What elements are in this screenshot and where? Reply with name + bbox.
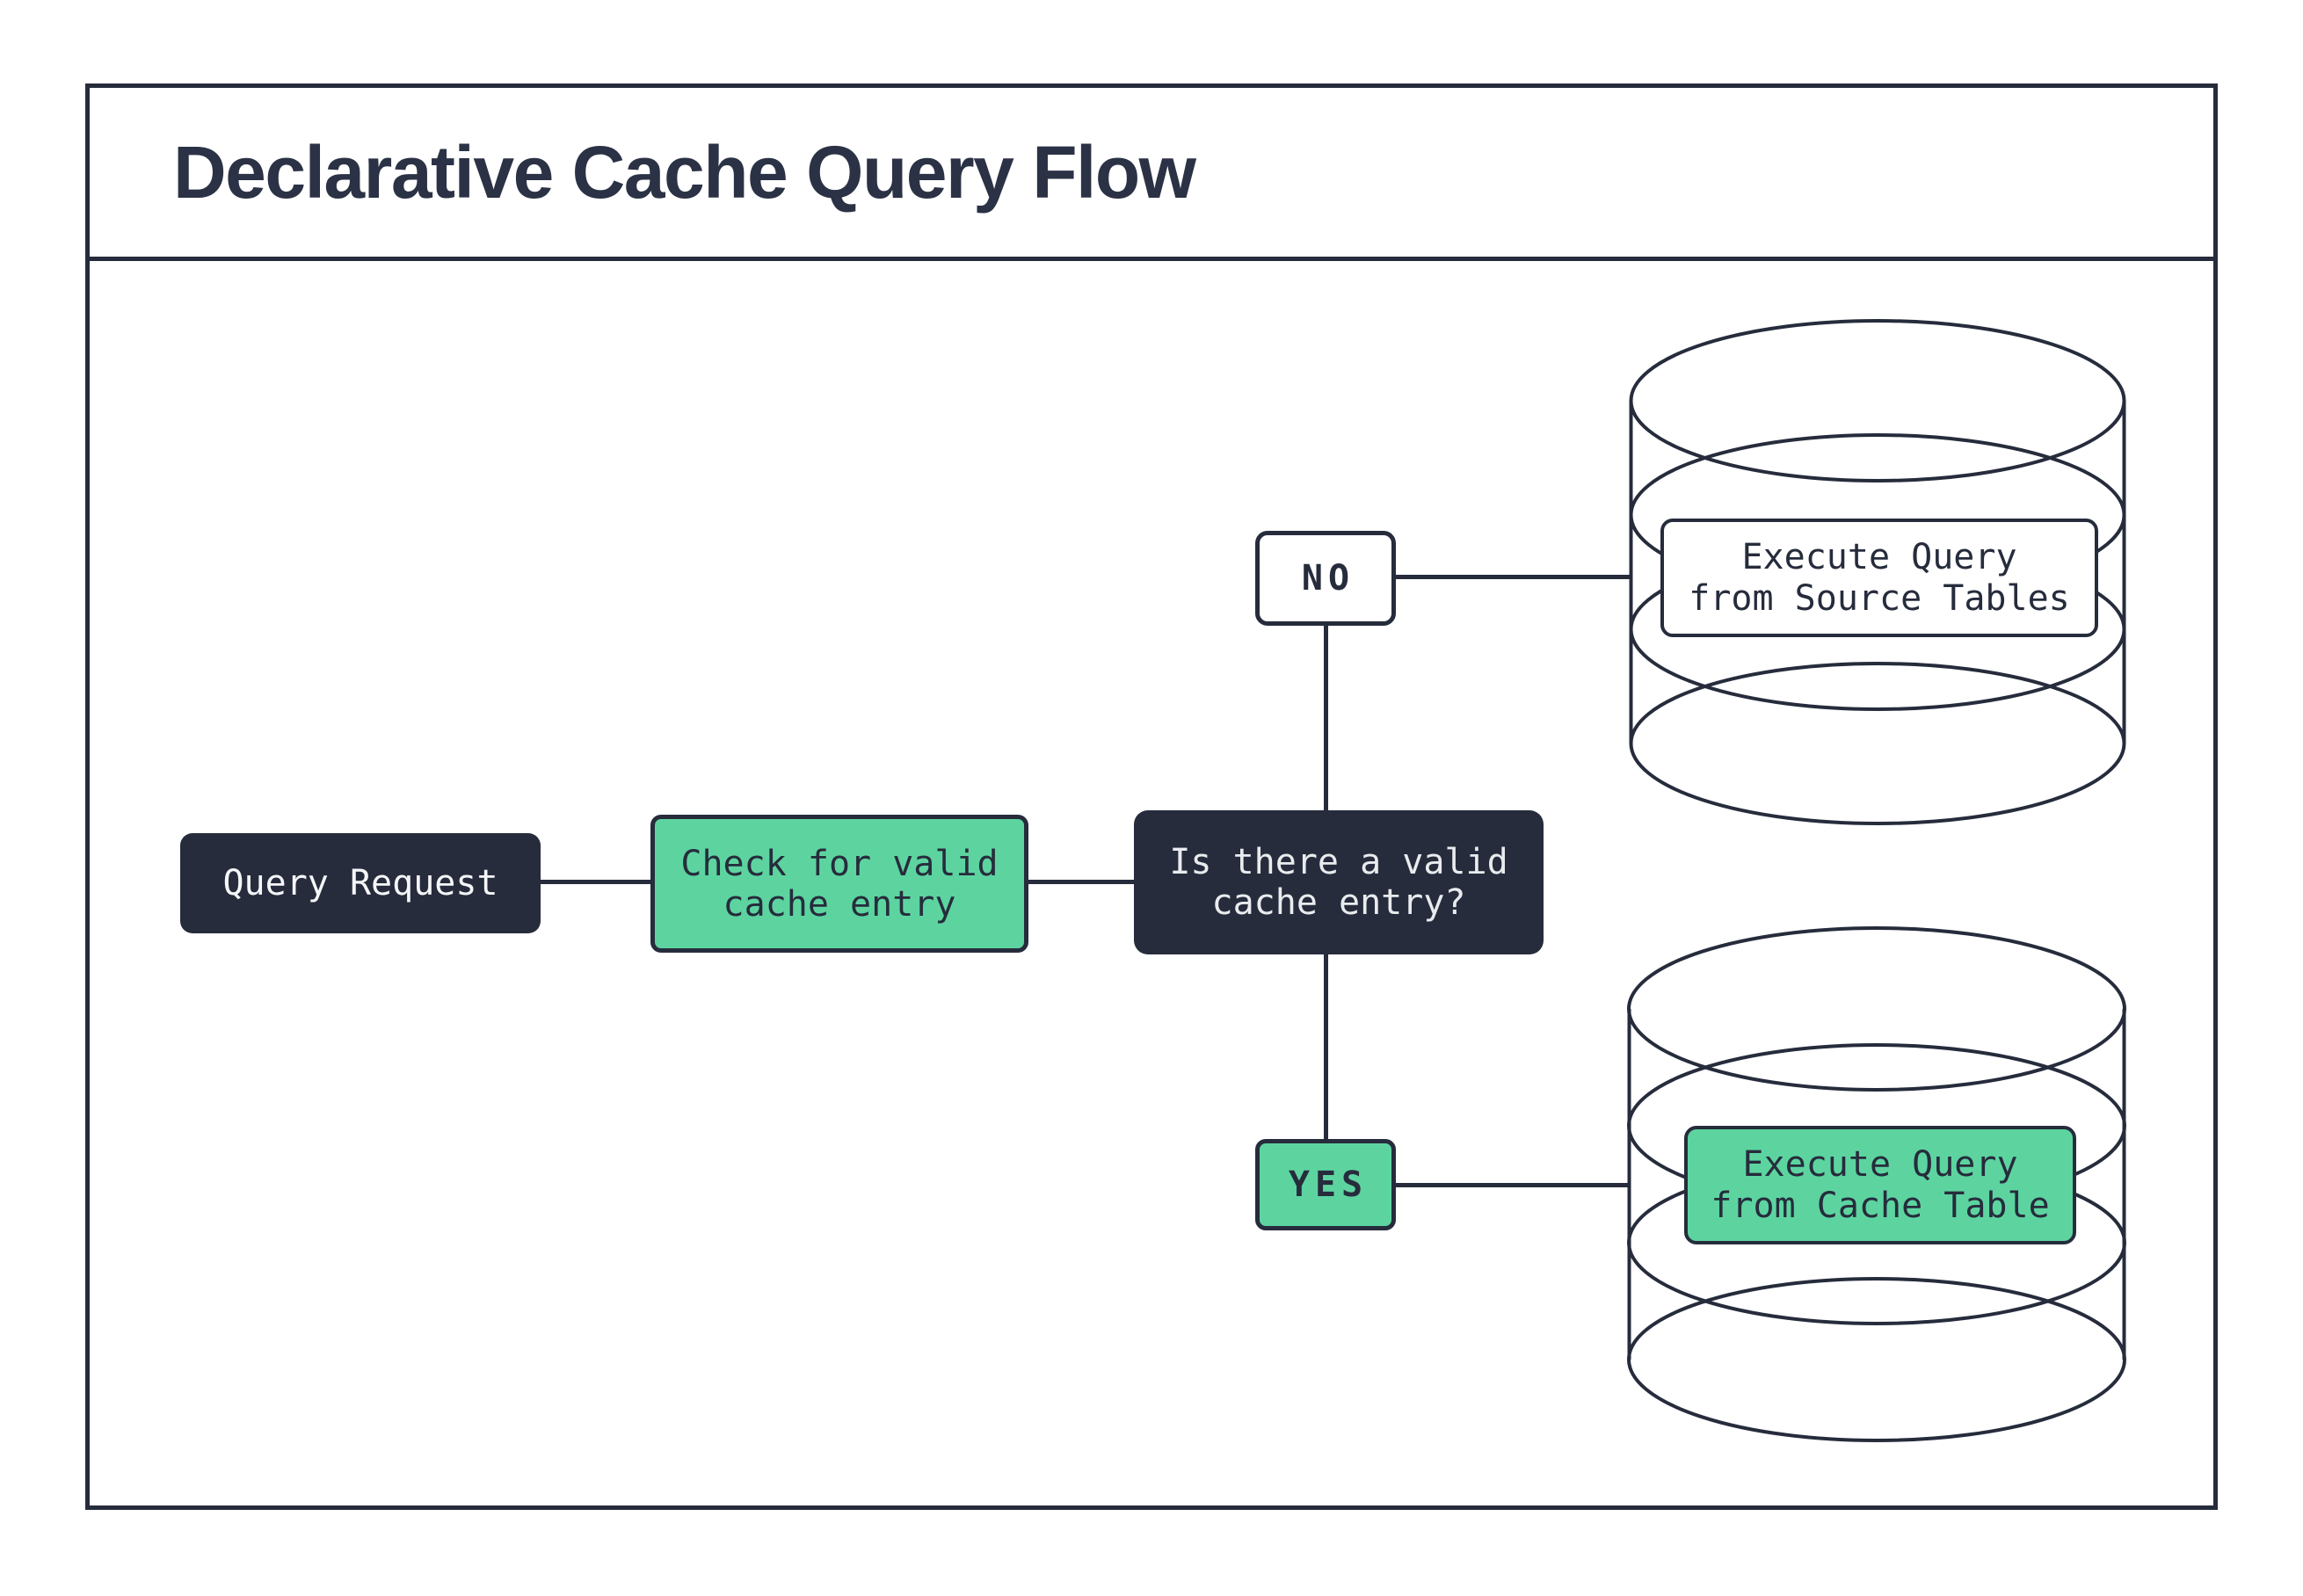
- node-label-line: Is there a valid: [1169, 842, 1508, 882]
- connector-decision-to-no: [1324, 624, 1328, 812]
- query-request-node: Query Request: [180, 833, 541, 933]
- valid-cache-entry-decision-node: Is there a valid cache entry?: [1134, 810, 1544, 954]
- branch-label: NO: [1301, 558, 1355, 598]
- cache-table-database-icon: [1625, 925, 2128, 1444]
- diagram-header: Declarative Cache Query Flow: [90, 88, 2213, 261]
- node-label-line: Execute Query: [1741, 536, 2017, 577]
- node-label: Query Request: [222, 863, 498, 903]
- connector-start-to-process: [539, 880, 652, 884]
- node-label-line: from Cache Table: [1711, 1185, 2050, 1226]
- database-cylinder-icon: [1627, 926, 2126, 1442]
- node-label-line: from Source Tables: [1689, 577, 2070, 619]
- connector-decision-to-yes: [1324, 953, 1328, 1141]
- branch-label: YES: [1288, 1164, 1369, 1205]
- connector-process-to-decision: [1027, 880, 1136, 884]
- node-label-line: Check for valid: [680, 843, 999, 884]
- no-branch-label-node: NO: [1255, 531, 1396, 626]
- check-cache-entry-node: Check for valid cache entry: [650, 815, 1028, 953]
- execute-query-cache-table-node: Execute Query from Cache Table: [1684, 1126, 2076, 1244]
- node-label-line: Execute Query: [1742, 1143, 2018, 1185]
- execute-query-source-tables-node: Execute Query from Source Tables: [1660, 519, 2098, 637]
- node-label-line: cache entry?: [1211, 882, 1466, 923]
- node-label-line: cache entry: [723, 883, 956, 925]
- page-title: Declarative Cache Query Flow: [173, 130, 1196, 214]
- connector-no-to-source-db: [1394, 575, 1632, 579]
- connector-yes-to-cache-db: [1394, 1183, 1631, 1187]
- yes-branch-label-node: YES: [1255, 1139, 1396, 1230]
